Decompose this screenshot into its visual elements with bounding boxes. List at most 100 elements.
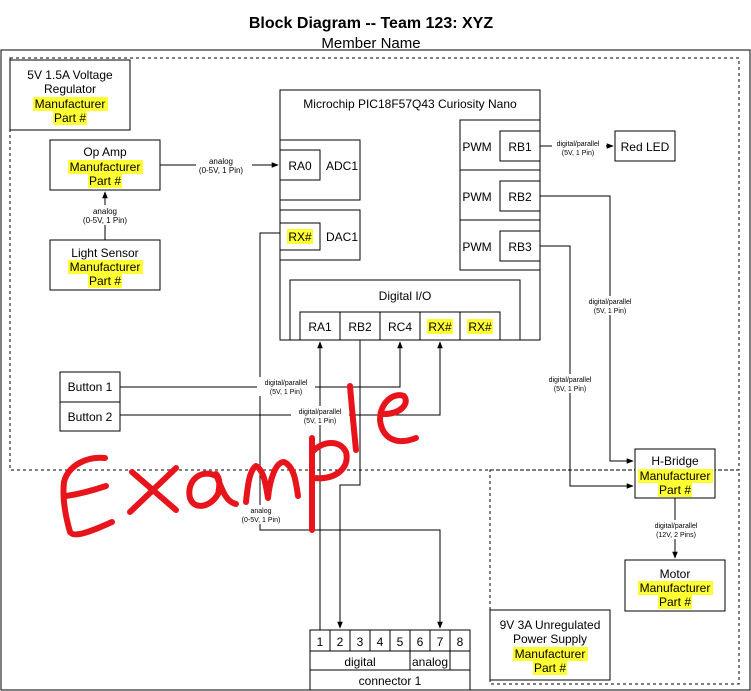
edge-label-rb2-hbridge-1: digital/parallel [589, 299, 632, 306]
mcu-title: Microchip PIC18F57Q43 Curiosity Nano [303, 97, 517, 111]
edge-label-dac-connector-2: (0-5V, 1 Pin) [242, 517, 281, 524]
wire-button2-to-rx [120, 341, 443, 416]
wire-dac-to-connector [259, 232, 443, 629]
rb3-pin [499, 230, 541, 262]
digital-io-label: Digital I/O [379, 289, 432, 303]
voltage-regulator-block: 5V 1.5A Voltage Regulator Manufacturer P… [9, 59, 131, 131]
edge-label-opamp-ra0-1: analog [209, 157, 233, 166]
edge-label-dac-connector-1: analog [250, 508, 271, 515]
unregulated-domain-boundary [489, 469, 740, 685]
opamp-part: Part # [89, 174, 121, 188]
edge-label-button2-1: digital/parallel [299, 409, 342, 416]
connector-pin-1: 1 [317, 635, 324, 649]
edge-label-button1-1: digital/parallel [265, 380, 308, 387]
edge-labels: analog (0-5V, 1 Pin) analog (0-5V, 1 Pin… [80, 138, 704, 539]
diagram-subtitle: Member Name [321, 35, 420, 52]
supply-label-1: 9V 3A Unregulated [500, 618, 601, 632]
connector-block: 1 2 3 4 5 6 7 8 digital analog connector… [309, 629, 471, 691]
edge-label-rb2-hbridge-2: (5V, 1 Pin) [594, 308, 626, 315]
adc1-label: ADC1 [326, 159, 358, 173]
supply-manufacturer: Manufacturer [515, 647, 586, 661]
dac-rx-pin [279, 222, 321, 251]
edge-label-hbridge-motor-1: digital/parallel [655, 523, 698, 530]
supply-label-2: Power Supply [513, 632, 587, 646]
rb2-label: RB2 [508, 190, 532, 204]
edge-label-opamp-ra0-2: (0-5V, 1 Pin) [199, 166, 244, 175]
edge-label-rb3-hbridge-2: (5V, 1 Pin) [554, 386, 586, 393]
button-1-label: Button 1 [68, 380, 113, 394]
connector-pin-2: 2 [337, 635, 344, 649]
hbridge-block: H-Bridge Manufacturer Part # [634, 448, 716, 499]
diagram-title: Block Diagram -- Team 123: XYZ [249, 15, 493, 32]
motor-manufacturer: Manufacturer [640, 581, 711, 595]
connector-pin-5: 5 [397, 635, 404, 649]
regulator-part: Part # [54, 111, 86, 125]
supply-part: Part # [534, 661, 566, 675]
ra0-label: RA0 [288, 159, 312, 173]
connector-pin-7: 7 [437, 635, 444, 649]
io-pin-rc4-label: RC4 [388, 320, 412, 334]
edge-label-rb1-led-1: digital/parallel [557, 141, 600, 148]
pwm2-label: PWM [462, 190, 491, 204]
pwm3-label: PWM [462, 240, 491, 254]
button-1-block: Button 1 [59, 371, 121, 403]
wire-rb2-to-connector [337, 340, 361, 629]
edge-label-sensor-opamp-1: analog [93, 207, 117, 216]
io-pin-rc4 [379, 311, 421, 341]
red-led-block: Red LED [614, 130, 676, 162]
regulator-label-2: Regulator [44, 82, 96, 96]
pwm1-label: PWM [462, 140, 491, 154]
connector-pin-6: 6 [417, 635, 424, 649]
io-pin-ra1 [299, 311, 341, 341]
io-pin-rb2-label: RB2 [348, 320, 372, 334]
io-pin-rx-2-label: RX# [468, 320, 492, 334]
opamp-manufacturer: Manufacturer [70, 160, 141, 174]
rb3-label: RB3 [508, 240, 532, 254]
opamp-block: Op Amp Manufacturer Part # [49, 139, 161, 191]
example-handwritten-stamp [60, 383, 419, 538]
edge-label-sensor-opamp-2: (0-5V, 1 Pin) [83, 216, 128, 225]
regulator-manufacturer: Manufacturer [35, 97, 106, 111]
rb2-pin [499, 180, 541, 212]
ra0-pin [279, 149, 321, 181]
button-2-block: Button 2 [59, 401, 121, 432]
regulated-domain-boundary [9, 57, 740, 471]
motor-part: Part # [659, 595, 691, 609]
power-supply-block: 9V 3A Unregulated Power Supply Manufactu… [489, 609, 611, 681]
rb1-pin [499, 130, 541, 162]
light-sensor-block: Light Sensor Manufacturer Part # [49, 239, 161, 291]
hbridge-label: H-Bridge [651, 454, 699, 468]
edge-label-rb3-hbridge-1: digital/parallel [549, 377, 592, 384]
red-led-label: Red LED [621, 140, 670, 154]
wire-rb3-to-hbridge [540, 245, 634, 489]
connector-pin-4: 4 [377, 635, 384, 649]
edge-label-rb1-led-2: (5V, 1 Pin) [562, 150, 594, 157]
motor-label: Motor [660, 567, 691, 581]
io-pin-rx-1-label: RX# [428, 320, 452, 334]
edge-label-button2-2: (5V, 1 Pin) [304, 418, 336, 425]
wire-rb2-to-hbridge [540, 195, 634, 464]
opamp-label: Op Amp [83, 145, 127, 159]
regulator-label-1: 5V 1.5A Voltage [27, 68, 113, 82]
connector-pin-3: 3 [357, 635, 364, 649]
light-sensor-part: Part # [89, 274, 121, 288]
rb1-label: RB1 [508, 140, 532, 154]
io-pin-ra1-label: RA1 [308, 320, 332, 334]
hbridge-part: Part # [659, 483, 691, 497]
motor-block: Motor Manufacturer Part # [624, 559, 726, 612]
edge-label-hbridge-motor-2: (12V, 2 Pins) [656, 532, 696, 539]
connector-label: connector 1 [359, 674, 422, 688]
connector-digital-label: digital [344, 655, 375, 669]
connector-pin-8: 8 [457, 635, 464, 649]
dac-rx-label: RX# [288, 230, 312, 244]
dac1-label: DAC1 [326, 230, 358, 244]
mcu-block: Microchip PIC18F57Q43 Curiosity Nano RA0… [279, 89, 541, 341]
io-pin-rb2 [339, 311, 381, 341]
connector-analog-label: analog [412, 655, 448, 669]
light-sensor-manufacturer: Manufacturer [70, 260, 141, 274]
button-2-label: Button 2 [68, 410, 113, 424]
edge-label-button1-2: (5V, 1 Pin) [270, 389, 302, 396]
wire-button1-to-rc4 [120, 341, 403, 388]
light-sensor-label: Light Sensor [71, 246, 138, 260]
